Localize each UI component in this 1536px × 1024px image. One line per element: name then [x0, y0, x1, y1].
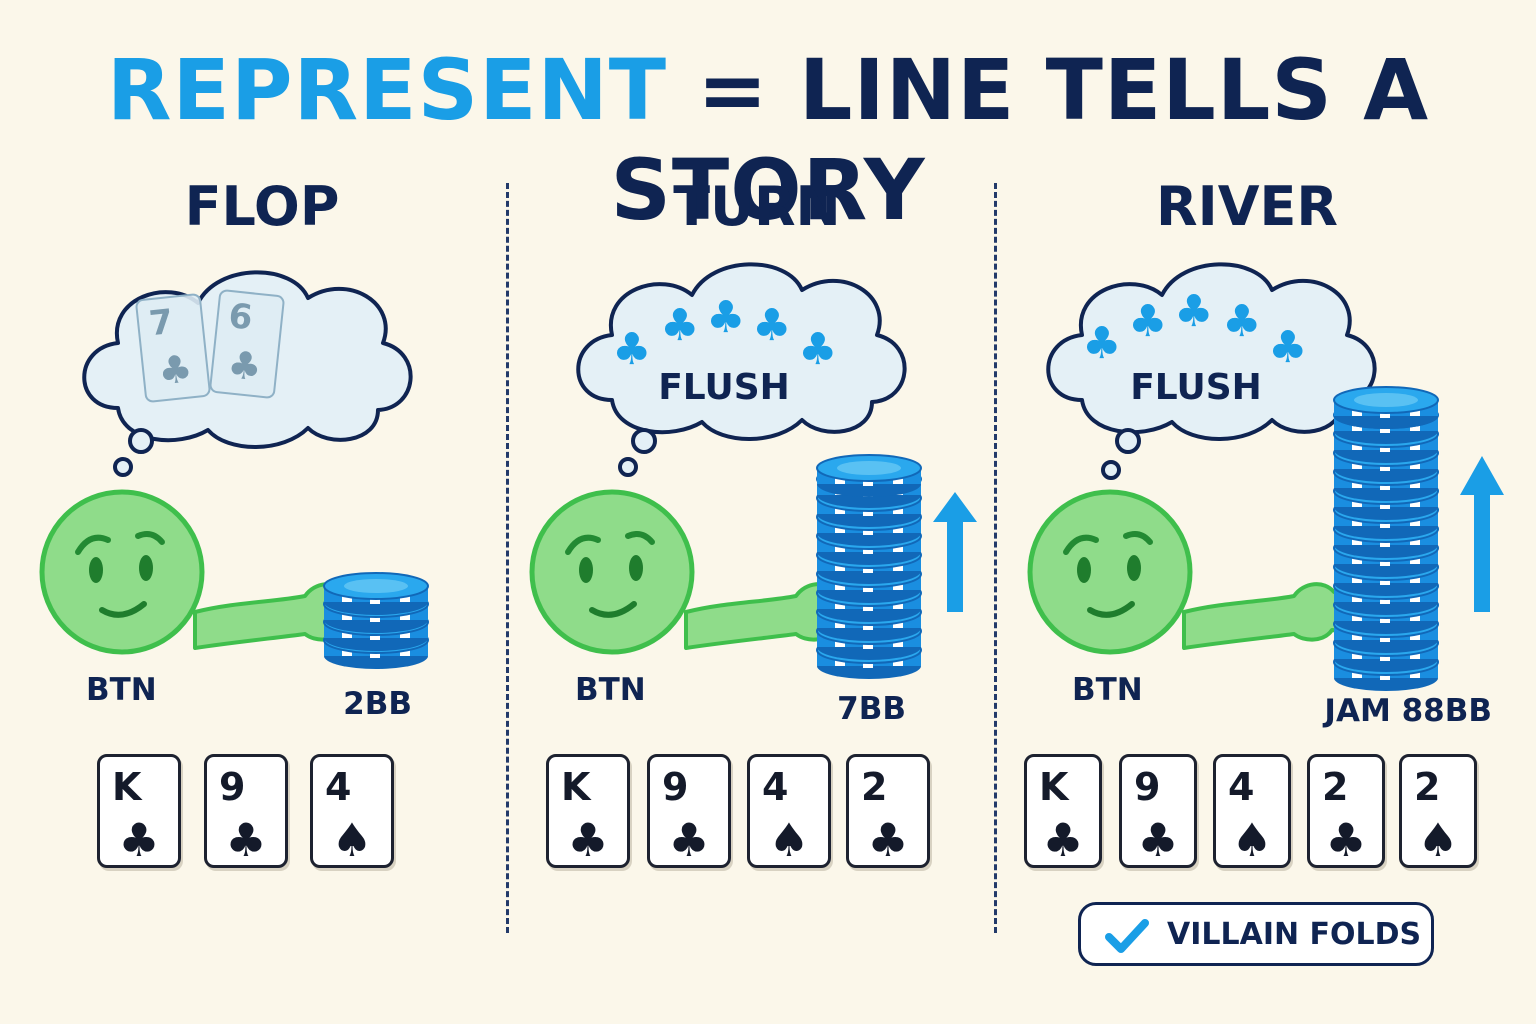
club-icon: ♣	[225, 813, 267, 867]
thought-bubble-dot	[128, 428, 154, 454]
hole-card: 7 ♣	[134, 292, 212, 404]
thought-bubble-dot	[1101, 460, 1121, 480]
bet-label: 2BB	[343, 686, 412, 722]
thought-bubble-dot	[631, 428, 657, 454]
smiley-face-icon	[532, 492, 692, 652]
board-card: 2♠	[1399, 754, 1477, 868]
bet-label: 7BB	[837, 691, 906, 727]
club-icon: ♣	[1174, 286, 1214, 337]
board-card: 9♣	[647, 754, 731, 868]
club-icon: ♣	[612, 324, 652, 375]
checkmark-icon	[1105, 919, 1149, 953]
title-rest: = LINE TELLS A STORY	[610, 41, 1430, 239]
smiley-face-icon	[1030, 492, 1190, 652]
club-icon: ♣	[706, 292, 746, 343]
board-card: 9♣	[1119, 754, 1197, 868]
hole-card: 6 ♣	[208, 288, 286, 400]
player-label: BTN	[86, 672, 157, 708]
thought-bubble-dot	[1115, 428, 1141, 454]
section-divider	[994, 183, 997, 933]
arrow-up-icon	[1460, 456, 1504, 612]
street-title-flop: FLOP	[184, 175, 340, 238]
thought-label: FLUSH	[1130, 367, 1262, 408]
spade-icon: ♠	[331, 813, 373, 867]
club-icon: ♣	[156, 346, 195, 394]
board-card: K♣	[97, 754, 181, 868]
club-icon: ♣	[660, 300, 700, 351]
player-label: BTN	[1072, 672, 1143, 708]
chip-stack-icon	[323, 572, 429, 670]
board-card: 4♠	[310, 754, 394, 868]
club-icon: ♣	[1042, 813, 1084, 867]
club-icon: ♣	[1128, 296, 1168, 347]
club-icon: ♣	[1222, 296, 1262, 347]
chip-stack-icon	[816, 454, 922, 680]
club-icon: ♣	[752, 300, 792, 351]
club-icon: ♣	[1268, 322, 1308, 373]
club-icon: ♣	[1325, 813, 1367, 867]
section-divider	[506, 183, 509, 933]
club-icon: ♣	[867, 813, 909, 867]
club-icon: ♣	[1082, 318, 1122, 369]
club-icon: ♣	[567, 813, 609, 867]
board-card: 4♠	[1213, 754, 1291, 868]
bet-label: JAM 88BB	[1324, 693, 1492, 729]
club-icon: ♣	[118, 813, 160, 867]
board-card: 9♣	[204, 754, 288, 868]
result-label: VILLAIN FOLDS	[1167, 917, 1422, 952]
club-icon: ♣	[668, 813, 710, 867]
page-title: REPRESENT = LINE TELLS A STORY	[0, 40, 1536, 240]
club-icon: ♣	[225, 342, 264, 390]
board-card: 4♠	[747, 754, 831, 868]
thought-bubble-dot	[618, 457, 638, 477]
board-card: 2♣	[846, 754, 930, 868]
board-card: 2♣	[1307, 754, 1385, 868]
arm-icon	[1182, 582, 1352, 650]
arrow-up-icon	[933, 492, 977, 612]
club-icon: ♣	[1137, 813, 1179, 867]
club-icon: ♣	[798, 324, 838, 375]
title-keyword: REPRESENT	[106, 41, 668, 139]
thought-bubble-dot	[113, 457, 133, 477]
spade-icon: ♠	[1417, 813, 1459, 867]
board-card: K♣	[1024, 754, 1102, 868]
result-badge: VILLAIN FOLDS	[1078, 902, 1434, 966]
street-title-river: RIVER	[1156, 175, 1338, 238]
street-title-turn: TURN	[673, 175, 841, 238]
player-label: BTN	[575, 672, 646, 708]
smiley-face-icon	[42, 492, 202, 652]
thought-label: FLUSH	[658, 367, 790, 408]
spade-icon: ♠	[1231, 813, 1273, 867]
spade-icon: ♠	[768, 813, 810, 867]
board-card: K♣	[546, 754, 630, 868]
chip-stack-icon	[1333, 386, 1439, 692]
